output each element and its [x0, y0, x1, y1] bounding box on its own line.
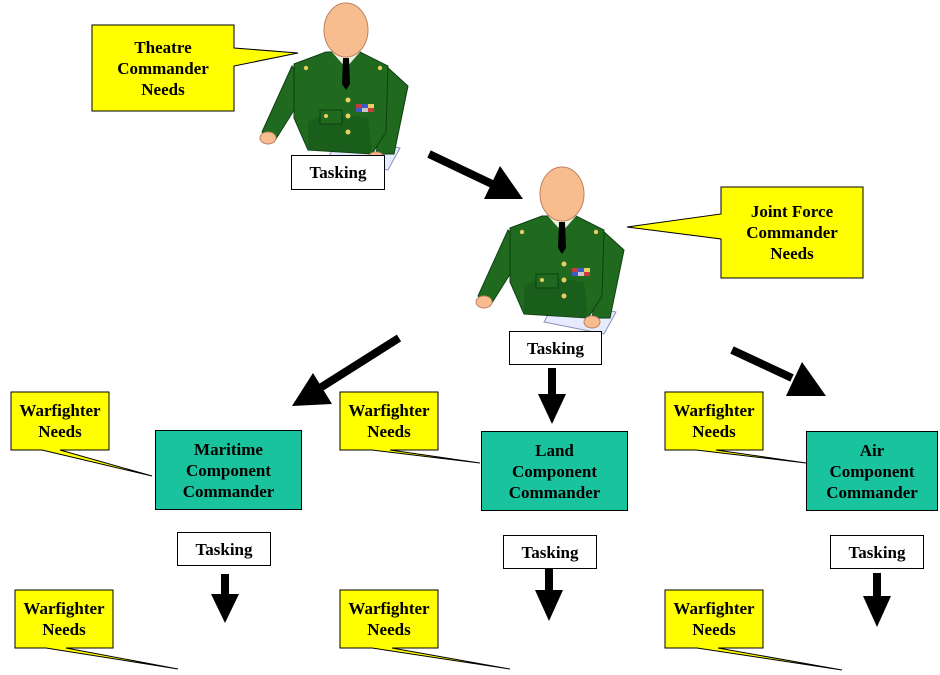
tasking-box-joint: Tasking [509, 331, 602, 365]
joint-force-commander-needs-label: Joint Force Commander Needs [746, 202, 838, 263]
callout-warfighter-right-bottom [664, 589, 843, 671]
maritime-component-commander-box: Maritime Component Commander [155, 430, 302, 510]
callout-warfighter-left-top [10, 391, 153, 477]
arrow-joint-to-land [538, 368, 566, 424]
theatre-commander-icon [259, 2, 409, 171]
warfighter-needs-label: Warfighter Needs [673, 401, 755, 441]
arrow-joint-to-maritime [292, 334, 402, 406]
land-component-commander-box: Land Component Commander [481, 431, 628, 511]
warfighter-needs-label: Warfighter Needs [348, 599, 430, 639]
arrow-air-down [863, 573, 891, 627]
tasking-box-theatre: Tasking [291, 155, 385, 190]
callout-theatre [91, 24, 299, 112]
tasking-box-maritime: Tasking [177, 532, 271, 566]
arrow-theatre-to-joint [427, 150, 523, 199]
callout-warfighter-mid-bottom [339, 589, 511, 670]
air-component-commander-box: Air Component Commander [806, 431, 938, 511]
arrow-land-down [535, 568, 563, 621]
callout-warfighter-mid-top [339, 391, 481, 464]
arrow-maritime-down [211, 574, 239, 623]
callout-warfighter-left-bottom [14, 589, 179, 670]
theatre-commander-needs-label: Theatre Commander Needs [117, 37, 209, 99]
warfighter-needs-label: Warfighter Needs [348, 401, 430, 441]
arrow-joint-to-air [730, 346, 826, 396]
tasking-box-air: Tasking [830, 535, 924, 569]
warfighter-needs-label: Warfighter Needs [19, 401, 101, 441]
callout-warfighter-right-top [664, 391, 807, 464]
warfighter-needs-label: Warfighter Needs [23, 599, 105, 639]
warfighter-needs-label: Warfighter Needs [673, 599, 755, 639]
tasking-box-land: Tasking [503, 535, 597, 569]
callout-joint-force [626, 186, 864, 279]
